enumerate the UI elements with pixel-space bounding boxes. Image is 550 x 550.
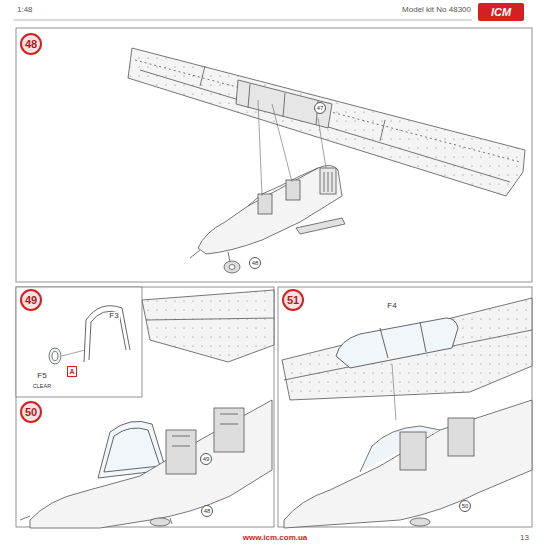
part-name: F3: [108, 312, 119, 320]
pitot-probe: [20, 516, 30, 520]
canopy-frame-part: [84, 306, 130, 362]
step-number-text: 50: [25, 407, 37, 418]
step-number-text: 51: [287, 295, 299, 306]
brand-logo-text: ICM: [491, 7, 511, 18]
callout-number-text: 48: [204, 508, 211, 514]
callout-number-text: 47: [317, 105, 324, 111]
step-panel: [16, 28, 532, 282]
part-name: F5: [36, 372, 47, 380]
fuselage-part: [30, 400, 272, 528]
callout-number: 50: [459, 500, 472, 513]
step-number: 48: [20, 33, 42, 55]
wing-part: [128, 48, 525, 196]
part-letter-box-text: A: [69, 368, 74, 375]
part-name: F4: [386, 302, 397, 310]
callout-number-text: 48: [252, 260, 259, 266]
fuselage-part: [284, 400, 532, 528]
callout-number-text: 49: [203, 456, 210, 462]
kit-number: Model kit No 48300: [401, 6, 472, 14]
placement-line: [258, 100, 326, 196]
step-panel: [16, 287, 274, 527]
scale-text: 1:48: [16, 6, 34, 14]
callout-number: 48: [249, 257, 262, 270]
callout-number-text: 50: [462, 503, 469, 509]
fuselage-part: [190, 165, 345, 273]
sub-step-panel: [16, 287, 142, 397]
brand-logo: ICM: [478, 3, 524, 21]
step-panel: [278, 287, 532, 527]
page-number: 13: [519, 534, 530, 542]
callout-number: 48: [201, 505, 214, 518]
wing-part: [142, 290, 274, 362]
placement-line: [62, 350, 85, 356]
placement-line: [392, 364, 396, 420]
clear-part: [49, 348, 61, 364]
step-number: 50: [20, 401, 42, 423]
step-number: 49: [20, 289, 42, 311]
website-text: www.icm.com.ua: [242, 534, 309, 542]
landing-gear: [410, 518, 430, 526]
clear-note: CLEAR: [32, 384, 52, 390]
header-rule: [14, 20, 472, 21]
step-number: 51: [282, 289, 304, 311]
canopy-part: [336, 318, 458, 368]
part-letter-box: A: [67, 366, 77, 377]
wing-part: [282, 298, 532, 400]
step-number-text: 49: [25, 295, 37, 306]
landing-gear: [150, 518, 170, 526]
step-number-text: 48: [25, 39, 37, 50]
